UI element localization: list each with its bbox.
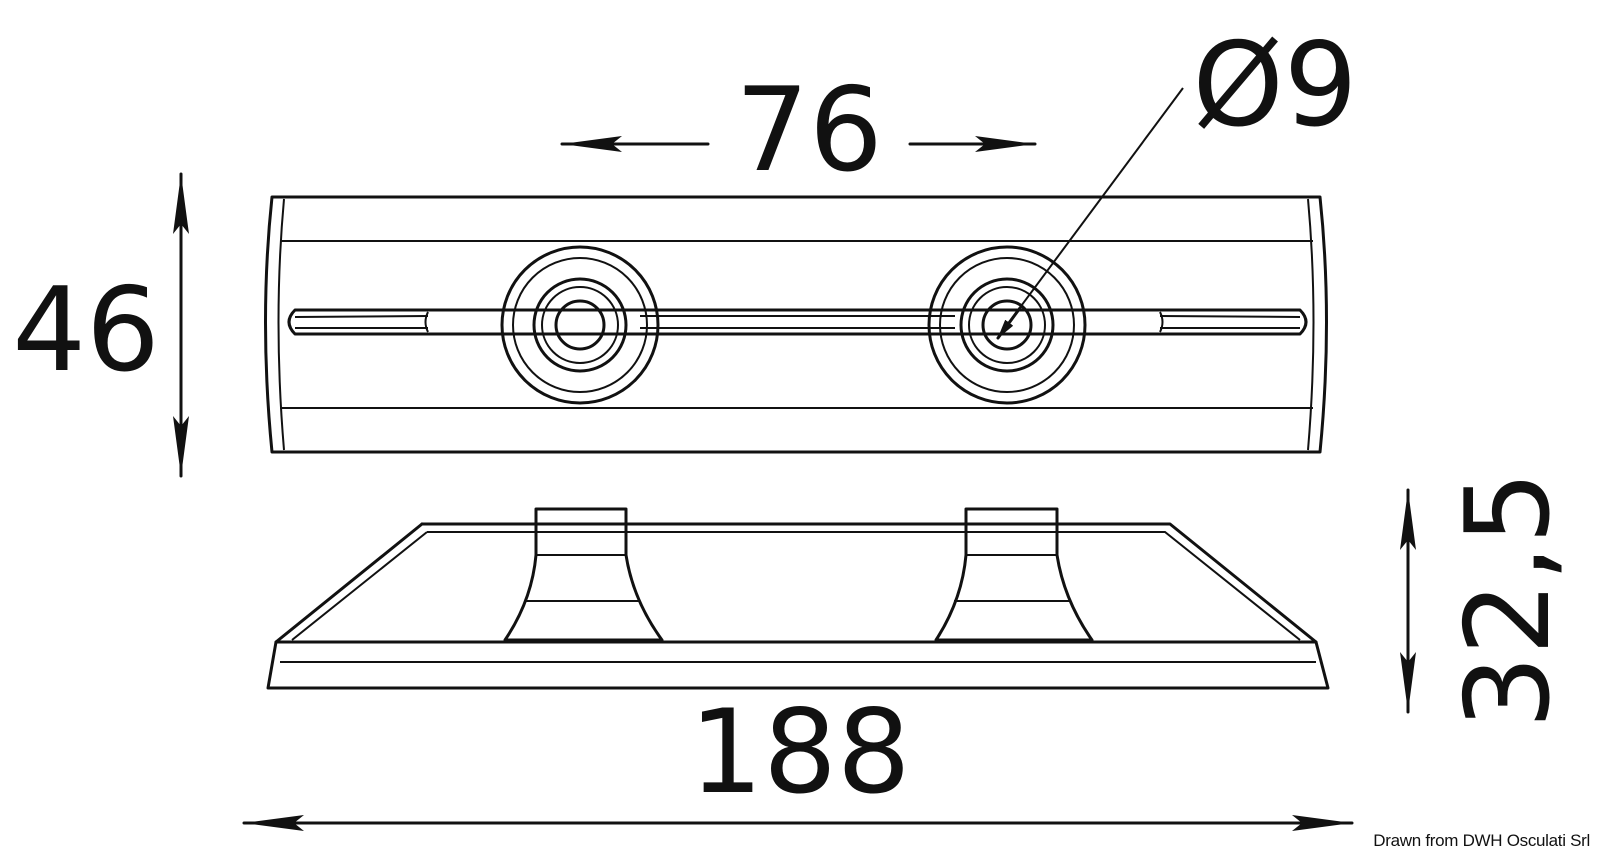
dimension-76: 76	[560, 63, 1037, 198]
left-post	[503, 507, 664, 642]
dimension-32-5-label: 32,5	[1441, 471, 1576, 729]
right-boss	[927, 245, 1087, 405]
dimension-46-label: 46	[12, 263, 160, 398]
dimension-diameter-label: Ø9	[1192, 18, 1357, 153]
dimension-188: 188	[242, 685, 1354, 831]
right-post	[934, 507, 1094, 642]
dimension-188-label: 188	[689, 685, 910, 820]
dimension-46: 46	[12, 172, 189, 478]
left-boss	[500, 245, 660, 405]
dimension-32-5: 32,5	[1400, 471, 1576, 729]
dimension-76-label: 76	[735, 63, 883, 198]
top-view	[264, 195, 1328, 454]
side-view	[266, 507, 1330, 690]
credit-text: Drawn from DWH Osculati Srl	[1373, 831, 1590, 850]
dimension-diameter: Ø9	[996, 18, 1358, 340]
